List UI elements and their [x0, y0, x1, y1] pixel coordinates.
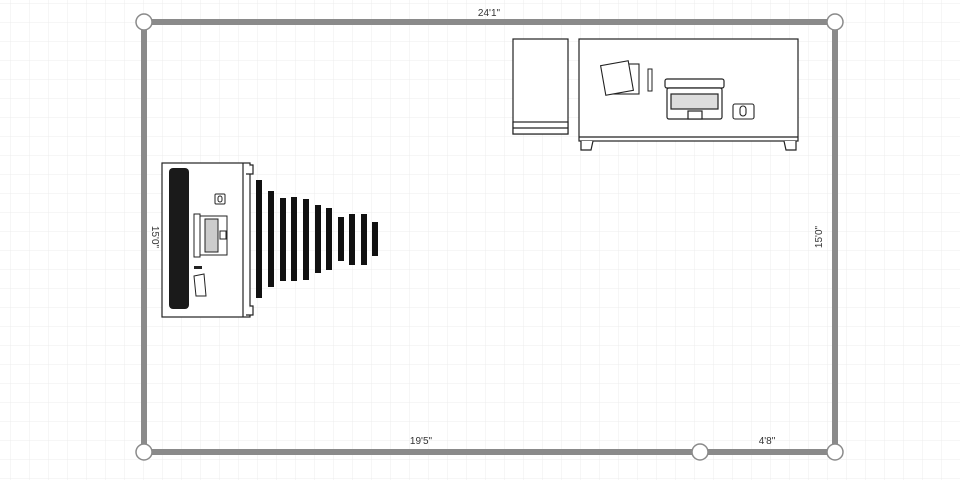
- papers-icon-left: [193, 273, 207, 297]
- cabinet[interactable]: [512, 38, 569, 135]
- laptop-icon: [664, 78, 725, 120]
- dimension-right: 15'0": [814, 225, 825, 248]
- dimension-bottom-right: 4'8": [759, 436, 776, 447]
- pen-icon-left: [194, 266, 202, 269]
- dimension-left: 15'0": [149, 226, 160, 249]
- dimension-top: 24'1": [478, 8, 501, 19]
- mouse-icon-left: [214, 193, 226, 205]
- wall-node-bottom-mid[interactable]: [691, 443, 709, 461]
- dimension-bottom-left: 19'5": [410, 436, 433, 447]
- wall-node-top-right[interactable]: [826, 13, 844, 31]
- monitor-bar: [169, 168, 189, 309]
- laptop-icon-left: [193, 213, 228, 258]
- wall-node-top-left[interactable]: [135, 13, 153, 31]
- papers-icon: [599, 60, 640, 96]
- pen-icon: [647, 68, 653, 92]
- wall-node-bottom-right[interactable]: [826, 443, 844, 461]
- mouse-icon: [732, 103, 755, 120]
- wall-node-bottom-left[interactable]: [135, 443, 153, 461]
- staircase[interactable]: [256, 180, 378, 298]
- walls[interactable]: [141, 19, 838, 455]
